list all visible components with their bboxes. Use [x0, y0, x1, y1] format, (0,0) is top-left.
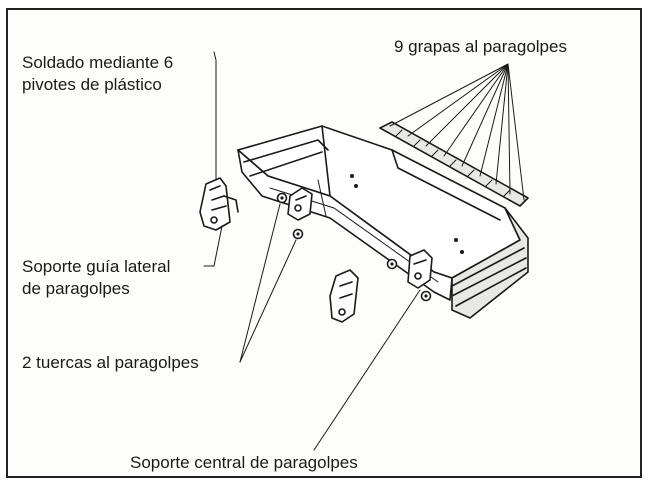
- label-side-guide-line2: de paragolpes: [22, 279, 130, 298]
- label-welded-pivots-line2: pivotes de plástico: [22, 75, 162, 94]
- label-leader-lines: [203, 51, 421, 451]
- label-welded-pivots-line1: Soldado mediante 6: [22, 53, 173, 72]
- label-side-guide-line1: Soporte guía lateral: [22, 257, 170, 276]
- central-support-bracket: [329, 269, 359, 323]
- nut-bracket-left: [276, 187, 313, 240]
- clip-leader-lines: [389, 63, 525, 201]
- diagram-frame: [6, 8, 642, 478]
- label-nuts-to-bumper: 2 tuercas al paragolpes: [22, 353, 199, 372]
- bumper-shell: [237, 125, 529, 319]
- side-guide-bracket: [199, 177, 239, 231]
- right-bracket: [386, 249, 433, 302]
- label-central-support: Soporte central de paragolpes: [130, 453, 358, 472]
- label-clips-to-bumper: 9 grapas al paragolpes: [394, 37, 567, 56]
- clip-strip: [379, 121, 529, 207]
